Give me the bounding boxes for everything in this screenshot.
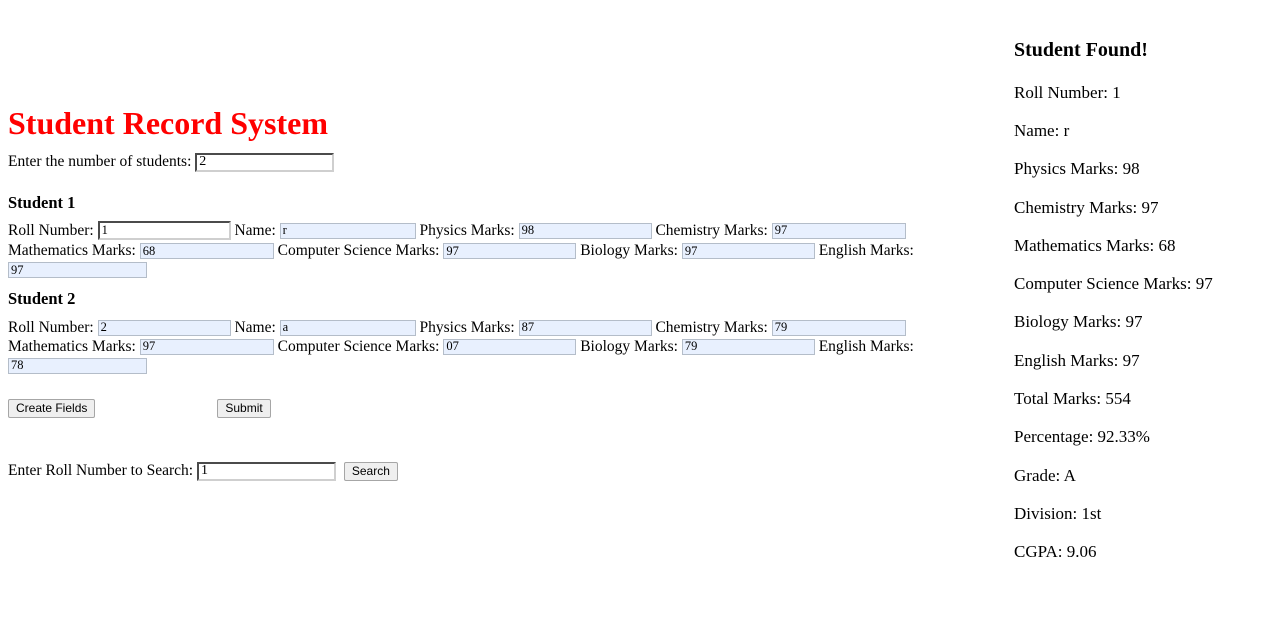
student-1-roll-input[interactable] [97,221,231,241]
student-1-roll-label: Roll Number: [8,222,94,239]
student-2-biology-label: Biology Marks: [580,338,678,355]
search-button[interactable]: Search [343,461,398,481]
result-name: Name: r [1014,121,1070,140]
student-2-roll-input[interactable] [97,319,231,336]
result-mathematics-marks: Mathematics Marks: 68 [1014,236,1176,255]
page-title: Student Record System [8,105,328,141]
students-count-input[interactable] [195,152,335,172]
student-1-english-label: English Marks: [818,242,914,260]
student-2-physics-input[interactable] [518,319,652,336]
result-grade: Grade: A [1014,466,1076,485]
result-chemistry-marks: Chemistry Marks: 97 [1014,198,1159,217]
students-count-row: Enter the number of students: [8,152,335,172]
result-cgpa: CGPA: 9.06 [1014,542,1097,561]
result-percentage: Percentage: 92.33% [1014,427,1150,446]
student-1-biology-label: Biology Marks: [580,242,678,260]
student-2-name-input[interactable] [279,319,416,336]
search-row: Enter Roll Number to Search: Search [8,461,398,481]
student-2-biology-input[interactable] [681,338,815,355]
result-total-marks: Total Marks: 554 [1014,389,1131,408]
student-2-name-label: Name: [234,319,276,336]
student-2-chemistry-label: Chemistry Marks: [655,319,768,336]
student-2-computer-science-input[interactable] [443,338,577,355]
student-1-name-label: Name: [234,222,276,239]
student-2-mathematics-input[interactable] [139,338,274,355]
students-count-label: Enter the number of students: [8,153,192,170]
student-1-physics-label: Physics Marks: [419,222,515,239]
create-fields-button[interactable]: Create Fields [8,399,96,418]
student-2-mathematics-label: Mathematics Marks: [8,338,136,355]
student-2-english-label: English Marks: [818,338,914,355]
student-2-roll-label: Roll Number: [8,319,94,336]
student-1-mathematics-input[interactable] [139,243,274,260]
result-physics-marks: Physics Marks: 98 [1014,159,1140,178]
student-2-heading: Student 2 [8,289,76,308]
result-roll-number: Roll Number: 1 [1014,83,1121,102]
student-1-heading: Student 1 [8,193,76,212]
student-1-fields: Roll Number: Name: Physics Marks: Chemis… [8,221,970,279]
student-2-computer-science-label: Computer Science Marks: [277,338,440,355]
student-1-name-input[interactable] [279,222,416,239]
search-label: Enter Roll Number to Search: [8,462,194,479]
student-1-physics-input[interactable] [518,222,652,239]
student-1-computer-science-input[interactable] [443,243,577,260]
student-1-chemistry-input[interactable] [771,222,906,239]
result-biology-marks: Biology Marks: 97 [1014,312,1143,331]
student-1-english-input[interactable] [8,262,147,279]
student-1-biology-input[interactable] [681,243,815,260]
student-1-computer-science-label: Computer Science Marks: [277,242,440,260]
result-title: Student Found! [1014,39,1148,61]
student-2-physics-label: Physics Marks: [419,319,515,336]
student-1-chemistry-label: Chemistry Marks: [655,222,768,239]
search-roll-input[interactable] [196,461,336,481]
student-2-fields: Roll Number: Name: Physics Marks: Chemis… [8,318,970,375]
student-2-english-input[interactable] [8,357,147,374]
submit-button[interactable]: Submit [217,399,271,418]
action-button-row: Create Fields Submit [8,399,271,418]
result-computer-science-marks: Computer Science Marks: 97 [1014,274,1213,293]
student-2-chemistry-input[interactable] [771,319,906,336]
result-english-marks: English Marks: 97 [1014,351,1140,370]
student-1-mathematics-label: Mathematics Marks: [8,242,136,260]
result-division: Division: 1st [1014,504,1102,523]
